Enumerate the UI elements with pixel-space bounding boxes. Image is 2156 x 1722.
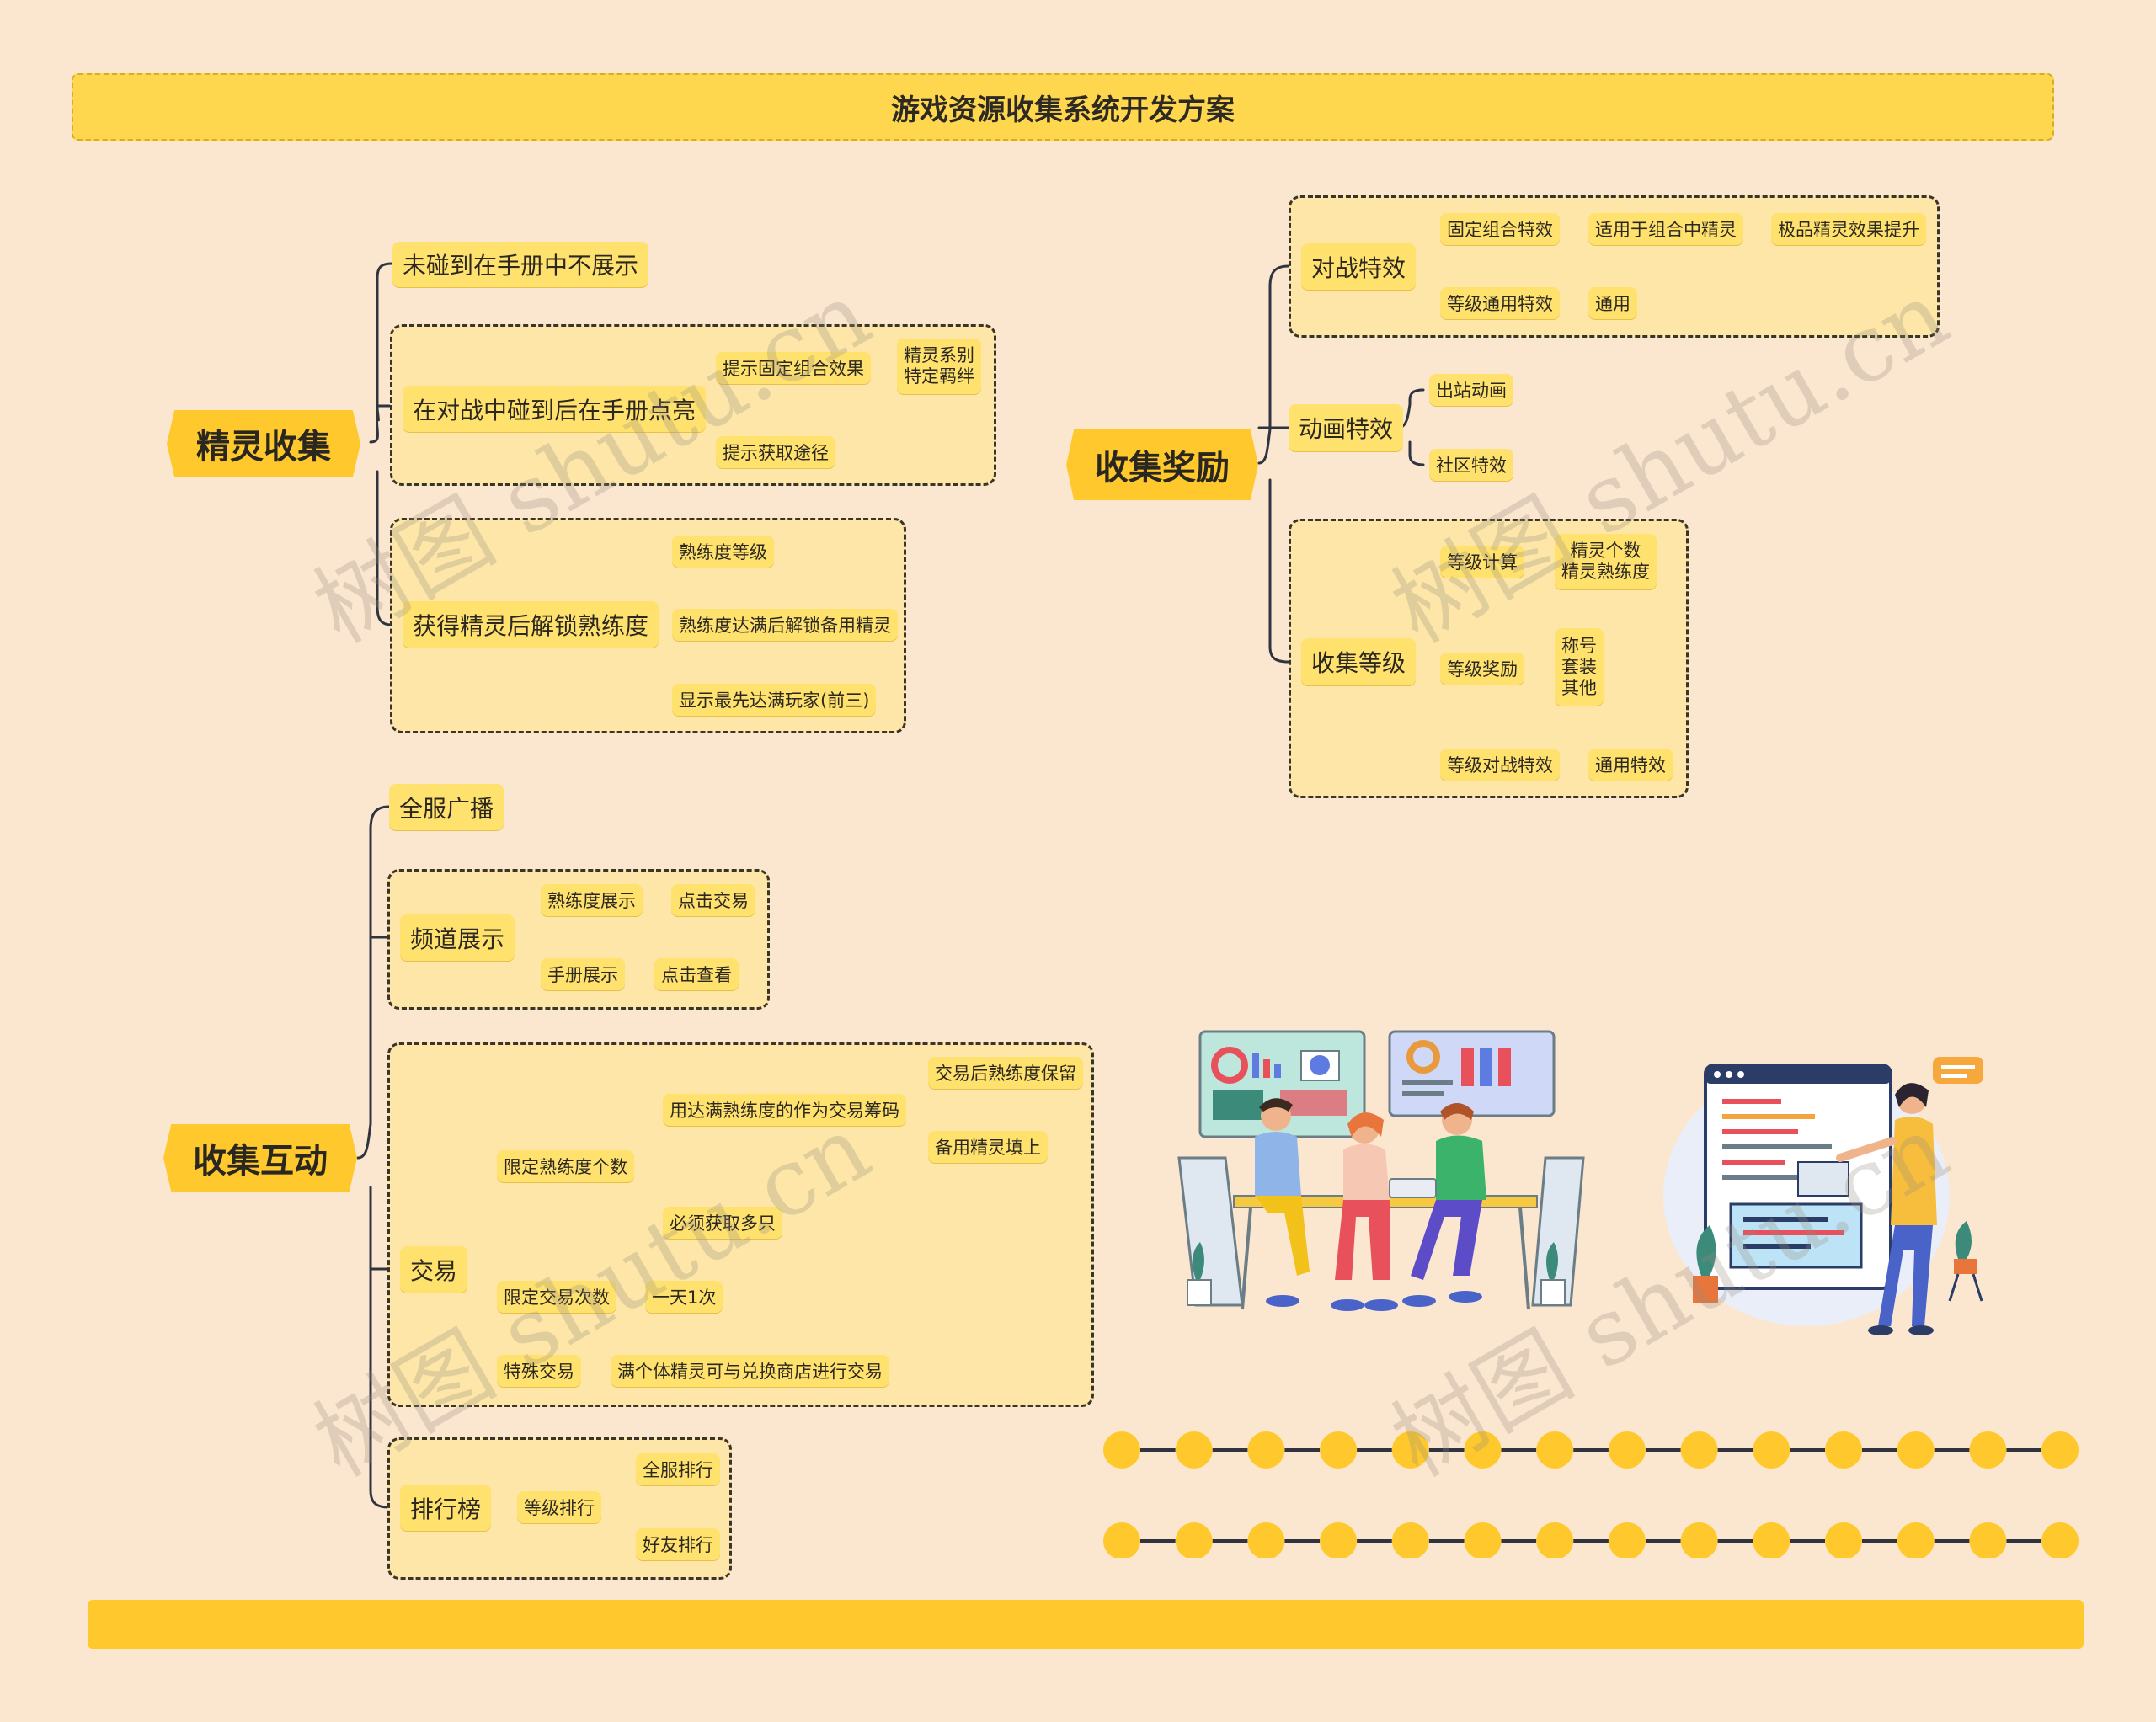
page-title: 游戏资源收集系统开发方案 <box>72 73 2054 141</box>
node-limit-trade-times[interactable]: 限定交易次数 <box>497 1281 616 1313</box>
node-full-spirit-exchange[interactable]: 满个体精灵可与兑换商店进行交易 <box>611 1355 889 1387</box>
decor-dot <box>1969 1431 2007 1469</box>
node-keep-prof-after[interactable]: 交易后熟练度保留 <box>928 1057 1083 1089</box>
decor-dot <box>2041 1522 2079 1558</box>
decor-dot <box>1897 1431 1935 1469</box>
node-prof-full-unlock[interactable]: 熟练度达满后解锁备用精灵 <box>672 609 898 641</box>
decor-dot <box>1680 1522 1718 1558</box>
team-meeting-illustration <box>1177 1030 1585 1311</box>
footer-bar <box>88 1600 2084 1649</box>
node-prof-show[interactable]: 熟练度展示 <box>541 884 643 916</box>
decor-dot <box>2041 1431 2079 1469</box>
node-community-effect[interactable]: 社区特效 <box>1429 449 1513 481</box>
node-once-a-day[interactable]: 一天1次 <box>645 1281 723 1313</box>
node-level-calc[interactable]: 等级计算 <box>1440 546 1524 578</box>
node-not-met[interactable]: 未碰到在手册中不展示 <box>392 242 649 287</box>
presenter-illustration <box>1663 1057 1983 1335</box>
decor-dot <box>1536 1431 1574 1469</box>
node-ranking[interactable]: 排行榜 <box>400 1485 492 1531</box>
node-how-many[interactable]: 必须获取多只 <box>663 1207 782 1239</box>
node-click-view[interactable]: 点击查看 <box>654 958 739 990</box>
node-collect-level[interactable]: 收集等级 <box>1301 638 1417 685</box>
decor-dot <box>1175 1431 1213 1469</box>
node-fill-backup[interactable]: 备用精灵填上 <box>928 1131 1048 1163</box>
decor-dot <box>1464 1431 1502 1469</box>
node-channel-show[interactable]: 频道展示 <box>400 914 515 961</box>
decor-dot <box>1825 1431 1862 1469</box>
node-use-full-prof[interactable]: 用达满熟练度的作为交易筹码 <box>663 1094 906 1126</box>
node-common-effect[interactable]: 通用特效 <box>1588 749 1673 781</box>
branch-collect-interact[interactable]: 收集互动 <box>163 1124 357 1192</box>
node-server-rank[interactable]: 全服排行 <box>636 1453 720 1485</box>
decor-dot <box>1247 1431 1285 1469</box>
decor-dot <box>1391 1431 1429 1469</box>
decor-dot <box>1680 1431 1718 1469</box>
node-trade[interactable]: 交易 <box>400 1246 468 1293</box>
decor-dot <box>1753 1431 1790 1469</box>
decor-dot <box>1608 1522 1646 1558</box>
decor-dot <box>1320 1522 1358 1558</box>
node-reward-items[interactable]: 称号 套装 其他 <box>1555 628 1604 706</box>
decor-dot <box>1103 1522 1140 1558</box>
node-friend-rank[interactable]: 好友排行 <box>636 1528 720 1560</box>
decor-dot <box>1391 1522 1429 1558</box>
decor-dot <box>1536 1522 1574 1558</box>
decor-dot <box>1825 1522 1862 1558</box>
reward-item-suit: 套装 <box>1561 656 1597 677</box>
decor-dot <box>1897 1522 1935 1558</box>
decor-dot <box>1320 1431 1358 1469</box>
node-top-three[interactable]: 显示最先达满玩家(前三) <box>672 684 877 716</box>
node-level-reward[interactable]: 等级奖励 <box>1440 653 1524 685</box>
node-handbook-show[interactable]: 手册展示 <box>541 958 625 990</box>
node-special-trade[interactable]: 特殊交易 <box>497 1355 581 1387</box>
node-calc-items[interactable]: 精灵个数 精灵熟练度 <box>1555 534 1657 589</box>
node-click-trade[interactable]: 点击交易 <box>671 884 755 916</box>
node-fixed-combo-effect[interactable]: 固定组合特效 <box>1440 213 1560 245</box>
branch-collect-reward[interactable]: 收集奖励 <box>1066 429 1258 500</box>
decorative-dot-rows <box>1103 1431 2079 1558</box>
node-level-battle-effect[interactable]: 等级对战特效 <box>1440 749 1560 781</box>
node-hint-combo[interactable]: 提示固定组合效果 <box>716 352 871 384</box>
node-entrance-anim[interactable]: 出站动画 <box>1429 374 1513 406</box>
node-unlock-prof[interactable]: 获得精灵后解锁熟练度 <box>403 601 659 648</box>
node-prof-level[interactable]: 熟练度等级 <box>672 536 774 568</box>
decor-dot <box>1969 1522 2007 1558</box>
decor-dot <box>1608 1431 1646 1469</box>
series-bond-line-2: 特定羁绊 <box>904 366 974 387</box>
calc-item-count: 精灵个数 <box>1570 541 1641 561</box>
node-applies-to-combo[interactable]: 适用于组合中精灵 <box>1588 213 1743 245</box>
node-level-common-effect[interactable]: 等级通用特效 <box>1440 287 1560 319</box>
node-battle-effect[interactable]: 对战特效 <box>1301 243 1417 290</box>
node-limit-prof-count[interactable]: 限定熟练度个数 <box>497 1150 634 1182</box>
decor-dot <box>1753 1522 1790 1558</box>
node-hint-source[interactable]: 提示获取途径 <box>716 436 835 468</box>
reward-item-other: 其他 <box>1561 677 1597 698</box>
node-battle-meet[interactable]: 在对战中碰到后在手册点亮 <box>403 386 707 432</box>
reward-item-title: 称号 <box>1561 635 1597 656</box>
decor-dot <box>1464 1522 1502 1558</box>
node-rare-effect-boost[interactable]: 极品精灵效果提升 <box>1771 213 1926 245</box>
node-broadcast[interactable]: 全服广播 <box>389 784 504 830</box>
calc-item-prof: 精灵熟练度 <box>1561 562 1650 582</box>
decor-dot <box>1175 1522 1213 1558</box>
branch-spirit-collect[interactable]: 精灵收集 <box>167 410 360 477</box>
decor-dot <box>1103 1431 1140 1469</box>
node-series-bond[interactable]: 精灵系别 特定羁绊 <box>897 339 981 394</box>
node-common[interactable]: 通用 <box>1588 287 1637 319</box>
node-level-rank[interactable]: 等级排行 <box>517 1491 601 1523</box>
decor-dot <box>1247 1522 1285 1558</box>
node-animation-effect[interactable]: 动画特效 <box>1289 404 1404 451</box>
series-bond-line-1: 精灵系别 <box>904 345 974 365</box>
